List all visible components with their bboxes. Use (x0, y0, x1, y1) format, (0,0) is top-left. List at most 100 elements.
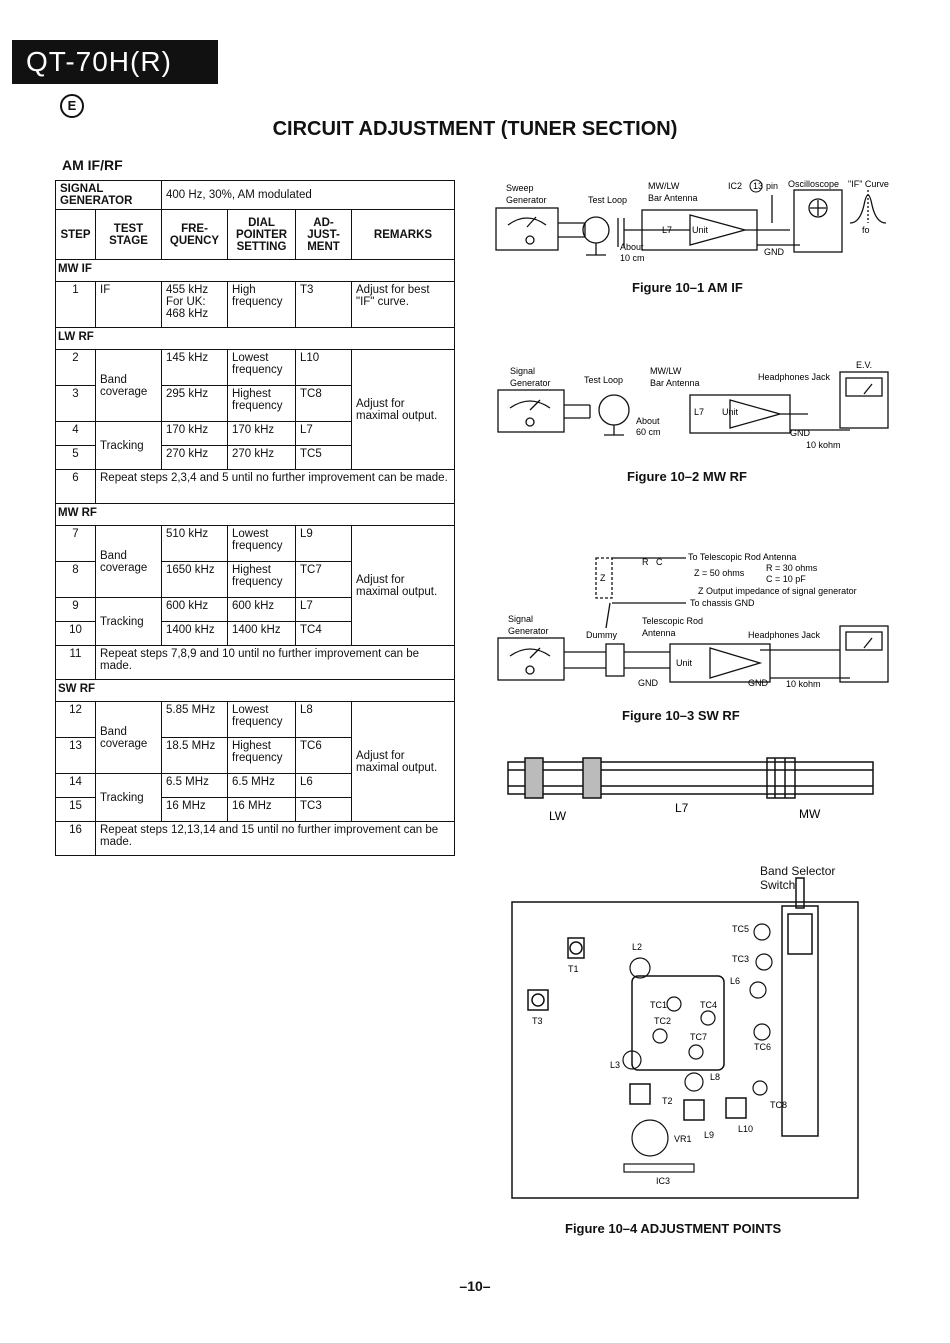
figure-caption: Figure 10–2 MW RF (627, 469, 747, 484)
step-cell: 9 (55, 597, 96, 622)
label: fo (862, 225, 870, 235)
label: 10 cm (620, 253, 645, 263)
note-cell: Repeat steps 7,8,9 and 10 until no furth… (95, 645, 455, 680)
adj-cell: TC3 (295, 797, 352, 822)
step-cell: 14 (55, 773, 96, 798)
label: About (636, 416, 660, 426)
dial-cell: Lowest frequency (227, 701, 296, 738)
dial-cell: Highest frequency (227, 561, 296, 598)
step-cell: 2 (55, 349, 96, 386)
table-row: 2 Band coverage 145 kHz Lowest frequency… (55, 349, 455, 470)
table-row: 3 295 kHz Highest frequency TC8 (55, 385, 455, 422)
label: GND (790, 428, 811, 438)
label: Band Selector (760, 864, 836, 878)
step-cell: 3 (55, 385, 96, 422)
stage-cell: Tracking (95, 421, 162, 470)
adj-cell: L10 (295, 349, 352, 386)
dial-cell: 1400 kHz (227, 621, 296, 646)
sig-gen-label: SIGNAL GENERATOR (55, 180, 162, 210)
adj-cell: L7 (295, 421, 352, 446)
label: Signal (508, 614, 533, 624)
figure-caption: Figure 10–3 SW RF (622, 708, 740, 723)
col-header: DIAL POINTER SETTING (227, 209, 296, 260)
step-cell: 15 (55, 797, 96, 822)
model-label: QT-70H(R) (12, 40, 218, 84)
dial-cell: 6.5 MHz (227, 773, 296, 798)
label: MW/LW (648, 181, 680, 191)
label: Generator (510, 378, 551, 388)
label: Switch (760, 878, 796, 892)
label: TC2 (654, 1016, 671, 1026)
remarks-cell: Adjust for best "IF" curve. (351, 281, 455, 328)
label: 10 kohm (806, 440, 841, 450)
bar-antenna-drawing: LW L7 MW (507, 757, 874, 823)
page-title: CIRCUIT ADJUSTMENT (TUNER SECTION) (272, 118, 678, 140)
stage-cell: Band coverage (95, 349, 162, 422)
stage-cell: Band coverage (95, 701, 162, 774)
label: L7 (694, 407, 704, 417)
freq-cell: 6.5 MHz (161, 773, 228, 798)
dial-cell: Highest frequency (227, 737, 296, 774)
adj-cell: TC6 (295, 737, 352, 774)
page-number: –10– (459, 1278, 491, 1294)
label: IC3 (656, 1176, 670, 1186)
label: Sweep (506, 183, 534, 193)
step-cell: 1 (55, 281, 96, 328)
label: MW/LW (650, 366, 682, 376)
label: Test Loop (584, 375, 623, 385)
table-row: 4 Tracking 170 kHz 170 kHz L7 (55, 421, 455, 470)
table-row: 10 1400 kHz 1400 kHz TC4 (55, 621, 455, 646)
l7-label: L7 (675, 801, 689, 815)
stage-cell: Tracking (95, 597, 162, 646)
dial-cell: 170 kHz (227, 421, 296, 446)
t1-core-icon (567, 937, 585, 959)
step-cell: 4 (55, 421, 96, 446)
table-row: 7 Band coverage 510 kHz Lowest frequency… (55, 525, 455, 646)
label: GND (764, 247, 785, 257)
label: TC4 (700, 1000, 717, 1010)
freq-cell: 145 kHz (161, 349, 228, 386)
table-row: 16 Repeat steps 12,13,14 and 15 until no… (55, 821, 455, 856)
adj-cell: L8 (295, 701, 352, 738)
label: L9 (704, 1130, 714, 1140)
label: GND (748, 678, 769, 688)
freq-cell: 600 kHz (161, 597, 228, 622)
label: Test Loop (588, 195, 627, 205)
label: About (620, 242, 644, 252)
label: R = 30 ohms (766, 563, 818, 573)
figure-caption: Figure 10–1 AM IF (632, 280, 743, 295)
label: pin (766, 181, 778, 191)
adj-cell: L7 (295, 597, 352, 622)
label: R (642, 557, 649, 567)
label: Z (600, 573, 606, 583)
freq-cell: 1650 kHz (161, 561, 228, 598)
label: 13 (753, 181, 763, 191)
label: T1 (568, 964, 579, 974)
remarks-cell: Adjust for maximal output. (351, 525, 455, 646)
table-row: 15 16 MHz 16 MHz TC3 (55, 797, 455, 822)
stage-cell: Band coverage (95, 525, 162, 598)
table-row: 6 Repeat steps 2,3,4 and 5 until no furt… (55, 469, 455, 504)
col-header: REMARKS (351, 209, 455, 260)
col-header: AD-JUST-MENT (295, 209, 352, 260)
figure-mw-rf-diagram: Signal Generator Test Loop MW/LW Bar Ant… (497, 360, 889, 450)
table-row: 14 Tracking 6.5 MHz 6.5 MHz L6 (55, 773, 455, 822)
label: TC5 (732, 924, 749, 934)
adj-cell: TC8 (295, 385, 352, 422)
label: E.V. (856, 360, 872, 370)
label: C = 10 pF (766, 574, 806, 584)
label: L2 (632, 942, 642, 952)
label: L3 (610, 1060, 620, 1070)
sweep-generator-box (495, 207, 559, 251)
label: Antenna (642, 628, 676, 638)
label: L8 (710, 1072, 720, 1082)
dial-cell: Highest frequency (227, 385, 296, 422)
figure-caption: Figure 10–4 ADJUSTMENT POINTS (565, 1221, 782, 1236)
lw-label: LW (549, 809, 567, 823)
table-row: 11 Repeat steps 7,8,9 and 10 until no fu… (55, 645, 455, 680)
label: "IF" Curve (848, 179, 889, 189)
label: Telescopic Rod (642, 616, 703, 626)
table-row: SIGNAL GENERATOR 400 Hz, 30%, AM modulat… (55, 180, 455, 210)
label: TC3 (732, 954, 749, 964)
step-cell: 12 (55, 701, 96, 738)
